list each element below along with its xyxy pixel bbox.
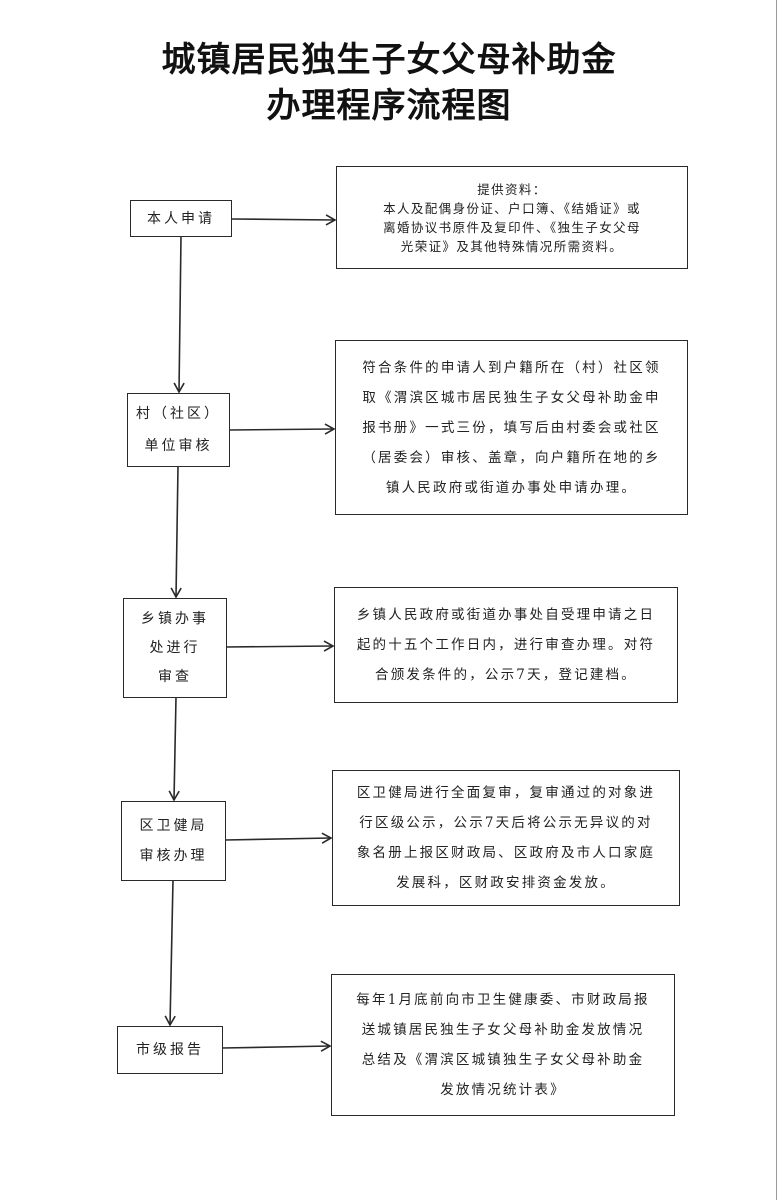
step-label: 乡镇办事 <box>141 610 209 627</box>
flowchart-title-line2: 办理程序流程图 <box>266 86 512 126</box>
detail-line: 象名册上报区财政局、区政府及市人口家庭 <box>356 845 656 861</box>
step-box-city-level-report: 市级报告 <box>117 1026 223 1074</box>
page-edge <box>776 0 777 1200</box>
detail-line: 符合条件的申请人到户籍所在（村）社区领 <box>362 359 661 376</box>
flow-arrow-1-to-2 <box>173 235 185 394</box>
step-label: 市级报告 <box>136 1042 204 1058</box>
step-box-district-health-bureau-review: 区卫健局 审核办理 <box>121 801 226 881</box>
detail-line: 总结及《渭滨区城镇独生子女父母补助金 <box>361 1052 645 1068</box>
step-label: 审核办理 <box>139 848 208 864</box>
detail-line: 取《渭滨区城市居民独生子女父母补助金申 <box>362 389 661 406</box>
detail-line: 报书册》一式三份，填写后由村委会或社区 <box>362 419 661 436</box>
detail-arrow-1 <box>231 214 337 226</box>
step-box-township-review: 乡镇办事 处进行 审查 <box>123 598 227 698</box>
step-box-village-community-review: 村（社区） 单位审核 <box>127 393 230 467</box>
detail-line: 乡镇人民政府或街道办事处自受理申请之日 <box>356 607 656 623</box>
detail-line: 行区级公示，公示7天后将公示无异议的对 <box>359 815 653 831</box>
detail-line: 镇人民政府或街道办事处申请办理。 <box>385 479 638 496</box>
step-label: 本人申请 <box>147 210 215 227</box>
detail-line: 本人及配偶身份证、户口簿、《结婚证》或 <box>383 200 641 216</box>
detail-line: 离婚协议书原件及复印件、《独生子女父母 <box>383 219 641 235</box>
step-label: 村（社区） <box>136 406 221 422</box>
flow-arrow-3-to-4 <box>168 696 180 802</box>
flowchart-title-line1: 城镇居民独生子女父母补助金 <box>161 40 617 80</box>
detail-box-city-level-report: 每年1月底前向市卫生健康委、市财政局报 送城镇居民独生子女父母补助金发放情况 总… <box>331 974 675 1116</box>
detail-line: 起的十五个工作日内，进行审查办理。对符 <box>356 637 656 653</box>
detail-line: 每年1月底前向市卫生健康委、市财政局报 <box>356 992 650 1008</box>
detail-arrow-3 <box>225 640 335 652</box>
detail-arrow-2 <box>228 423 336 435</box>
detail-box-village-community-review: 符合条件的申请人到户籍所在（村）社区领 取《渭滨区城市居民独生子女父母补助金申 … <box>335 340 688 515</box>
detail-box-township-review: 乡镇人民政府或街道办事处自受理申请之日 起的十五个工作日内，进行审查办理。对符 … <box>334 587 678 703</box>
step-label: 审查 <box>158 668 192 685</box>
flow-arrow-2-to-3 <box>170 465 182 599</box>
step-label: 单位审核 <box>144 438 213 454</box>
detail-line: 发放情况统计表》 <box>440 1082 566 1098</box>
detail-arrow-5 <box>221 1040 332 1052</box>
detail-line: 发展科，区财政安排资金发放。 <box>396 875 616 891</box>
step-label: 处进行 <box>149 639 201 656</box>
detail-arrow-4 <box>224 832 333 844</box>
detail-line: 合颁发条件的，公示7天，登记建档。 <box>375 667 637 683</box>
step-box-personal-application: 本人申请 <box>130 200 232 237</box>
detail-line: 光荣证》及其他特殊情况所需资料。 <box>400 238 624 254</box>
flow-arrow-4-to-5 <box>164 879 176 1027</box>
detail-line: 提供资料： <box>477 181 547 197</box>
detail-line: 区卫健局进行全面复审，复审通过的对象进 <box>356 785 656 801</box>
detail-line: 送城镇居民独生子女父母补助金发放情况 <box>361 1022 645 1038</box>
detail-box-required-materials: 提供资料： 本人及配偶身份证、户口簿、《结婚证》或 离婚协议书原件及复印件、《独… <box>336 166 688 269</box>
detail-line: （居委会）审核、盖章，向户籍所在地的乡 <box>362 449 661 466</box>
detail-box-district-health-bureau-review: 区卫健局进行全面复审，复审通过的对象进 行区级公示，公示7天后将公示无异议的对 … <box>332 770 680 906</box>
step-label: 区卫健局 <box>139 818 208 834</box>
